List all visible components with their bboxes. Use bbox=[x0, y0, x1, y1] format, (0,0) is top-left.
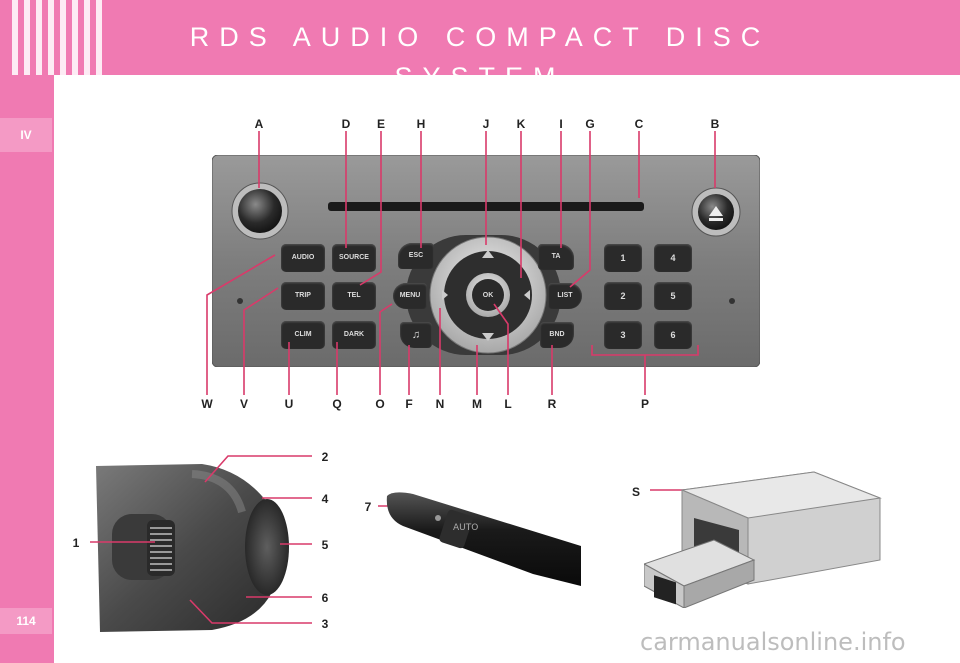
up-arrow-icon bbox=[482, 250, 494, 258]
source-button[interactable]: SOURCE bbox=[332, 244, 376, 272]
menu-button[interactable]: MENU bbox=[393, 283, 427, 309]
callout-label-2: 2 bbox=[321, 450, 329, 464]
next-icon bbox=[524, 290, 530, 300]
callout-label-f: F bbox=[405, 397, 413, 411]
page-header bbox=[0, 0, 960, 75]
callout-label-b: B bbox=[710, 117, 720, 131]
cd-changer-image bbox=[642, 468, 884, 609]
dark-button[interactable]: DARK bbox=[332, 321, 376, 349]
wiper-stalk-image: AUTO bbox=[383, 486, 581, 586]
callout-label-m: M bbox=[472, 397, 482, 411]
ta-button[interactable]: TA bbox=[538, 244, 574, 270]
header-stripes bbox=[8, 0, 108, 75]
lighting-stalk-image bbox=[92, 462, 304, 632]
band-button[interactable]: BND bbox=[540, 322, 574, 348]
callout-label-5: 5 bbox=[321, 538, 329, 552]
preset-6-button[interactable]: 6 bbox=[654, 321, 692, 349]
callout-label-j: J bbox=[482, 117, 490, 131]
page-title: RDS AUDIO COMPACT DISC SYSTEM bbox=[189, 22, 771, 92]
callout-label-c: C bbox=[634, 117, 644, 131]
callout-label-w: W bbox=[201, 397, 213, 411]
callout-label-p: P bbox=[640, 397, 649, 411]
callout-label-v: V bbox=[239, 397, 248, 411]
page-number: 114 bbox=[0, 608, 52, 634]
ok-button-body bbox=[472, 279, 504, 311]
callout-label-6: 6 bbox=[321, 591, 329, 605]
callout-label-3: 3 bbox=[321, 617, 329, 631]
wiper-stalk-illustration: AUTO bbox=[386, 492, 581, 586]
callout-label-a: A bbox=[254, 117, 264, 131]
radio-unit: AUDIO SOURCE TRIP TEL CLIM DARK ESC MENU… bbox=[211, 154, 761, 368]
preset-4-button[interactable]: 4 bbox=[654, 244, 692, 272]
radio-faceplate bbox=[211, 154, 761, 368]
preset-5-button[interactable]: 5 bbox=[654, 282, 692, 310]
callout-label-e: E bbox=[376, 117, 385, 131]
callout-label-d: D bbox=[341, 117, 351, 131]
callout-label-7: 7 bbox=[364, 500, 372, 514]
down-arrow-icon bbox=[482, 333, 494, 341]
callout-label-n: N bbox=[435, 397, 445, 411]
svg-text:AUTO: AUTO bbox=[453, 523, 478, 533]
callout-label-g: G bbox=[585, 117, 595, 131]
callout-label-l: L bbox=[504, 397, 512, 411]
callout-label-s: S bbox=[631, 485, 640, 499]
preset-1-button[interactable]: 1 bbox=[604, 244, 642, 272]
callout-label-o: O bbox=[375, 397, 385, 411]
music-note-button[interactable]: ♫ bbox=[400, 322, 432, 348]
preset-2-button[interactable]: 2 bbox=[604, 282, 642, 310]
callout-label-4: 4 bbox=[321, 492, 329, 506]
trip-button[interactable]: TRIP bbox=[281, 282, 325, 310]
volume-knob bbox=[238, 189, 282, 233]
callout-label-h: H bbox=[416, 117, 426, 131]
callout-label-q: Q bbox=[332, 397, 342, 411]
sidebar bbox=[0, 75, 54, 663]
eject-icon bbox=[709, 206, 723, 216]
previous-icon bbox=[442, 290, 448, 300]
audio-button[interactable]: AUDIO bbox=[281, 244, 325, 272]
callout-label-k: K bbox=[516, 117, 526, 131]
cd-changer-illustration bbox=[642, 471, 882, 609]
lighting-stalk-illustration bbox=[96, 464, 289, 632]
watermark: carmanualsonline.info bbox=[640, 628, 906, 656]
callout-label-1: 1 bbox=[72, 536, 80, 550]
music-note-icon: ♫ bbox=[411, 329, 421, 341]
ok-button[interactable]: OK bbox=[482, 292, 494, 299]
esc-button[interactable]: ESC bbox=[398, 243, 434, 269]
callout-label-u: U bbox=[284, 397, 294, 411]
chapter-tab: IV bbox=[0, 118, 52, 152]
tel-button[interactable]: TEL bbox=[332, 282, 376, 310]
list-button[interactable]: LIST bbox=[548, 283, 582, 309]
preset-3-button[interactable]: 3 bbox=[604, 321, 642, 349]
callout-label-r: R bbox=[547, 397, 557, 411]
callout-label-i: I bbox=[559, 117, 563, 131]
